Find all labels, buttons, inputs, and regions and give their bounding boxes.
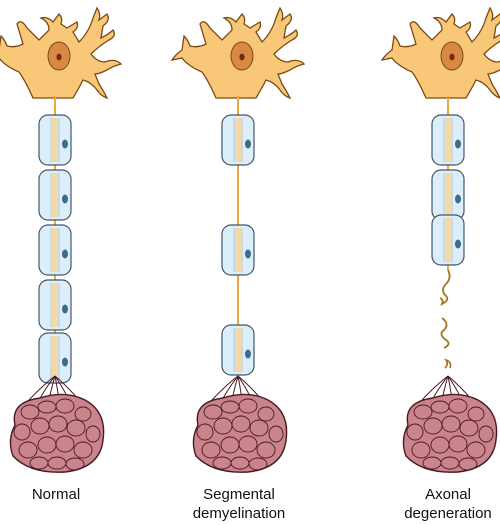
muscle-outline [9,393,105,473]
muscle-cell [85,425,101,443]
muscle-cell [268,425,284,443]
axon-core [52,118,58,162]
axon-core [235,328,241,372]
muscle-cell [55,398,75,414]
muscle-cell [238,435,258,453]
schwann-nucleus [245,349,251,359]
neuron-segmental [171,7,305,473]
muscle-cell [13,423,31,441]
myelin-segment [431,214,465,266]
muscle-cell [203,404,223,420]
nerve-terminal-branch [211,375,239,401]
muscle-fiber-bundle [402,375,498,473]
neuron-cell-body [0,7,122,99]
neuron-cell-body [171,7,305,99]
muscle-cell [478,425,494,443]
caption-segmental-demyelination: Segmental demyelination [192,486,286,522]
muscle-cell [196,423,214,441]
muscle-cell [201,441,221,459]
muscle-cell [257,406,275,422]
muscle-cell [448,398,468,414]
muscle-cell [18,441,38,459]
schwann-nucleus [245,139,251,149]
muscle-cell [231,415,251,433]
schwann-nucleus [62,304,68,314]
myelin-segment [221,324,255,376]
axon-core [52,336,58,380]
muscle-cell [248,457,268,471]
myelin-segment [38,332,72,384]
muscle-cell [20,404,40,420]
muscle-outline [192,393,288,473]
nerve-terminal-branch [421,375,449,401]
muscle-cell [459,419,479,437]
myelin-segment [221,114,255,166]
muscle-cell [256,441,276,459]
muscle-cell [73,441,93,459]
axon-core [445,118,451,162]
neuron-panels [0,7,500,473]
neuron-axonal [381,7,500,473]
muscle-cell [74,406,92,422]
muscle-cell [448,435,468,453]
axon-core [445,218,451,262]
myelin-segment [221,224,255,276]
muscle-cell [458,457,478,471]
muscle-fiber-bundle [192,375,288,473]
muscle-cell [249,419,269,437]
muscle-cell [65,457,85,471]
muscle-cell [467,406,485,422]
myelin-segment [38,279,72,331]
muscle-cell [48,415,68,433]
degenerating-axon-fragment [443,358,452,369]
myelin-segment [38,224,72,276]
degenerating-axon-fragment [439,269,451,307]
axon-core [52,283,58,327]
axon-core [445,173,451,217]
schwann-nucleus [455,194,461,204]
muscle-cell [466,441,486,459]
muscle-cell [441,415,461,433]
schwann-nucleus [62,357,68,367]
schwann-nucleus [455,139,461,149]
caption-normal: Normal [31,486,81,503]
myelin-segment [431,169,465,221]
myelin-segment [38,114,72,166]
schwann-nucleus [245,249,251,259]
muscle-cell [66,419,86,437]
nerve-terminal-branch [28,375,56,401]
schwann-nucleus [455,239,461,249]
degenerating-axon-fragment [440,317,450,349]
muscle-cell [413,404,433,420]
schwann-nucleus [62,249,68,259]
myelin-segment [431,114,465,166]
axon-core [52,228,58,272]
caption-axonal-degeneration: Axonal degeneration [404,486,492,522]
muscle-fiber-bundle [9,375,105,473]
muscle-cell [55,435,75,453]
axon-core [235,228,241,272]
muscle-cell [238,398,258,414]
muscle-cell [411,441,431,459]
muscle-outline [402,393,498,473]
myelin-segment [38,169,72,221]
axon-core [52,173,58,217]
neuron-normal [0,7,122,473]
neuron-cell-body [381,7,500,99]
schwann-nucleus [62,139,68,149]
axon-core [235,118,241,162]
muscle-cell [406,423,424,441]
schwann-nucleus [62,194,68,204]
